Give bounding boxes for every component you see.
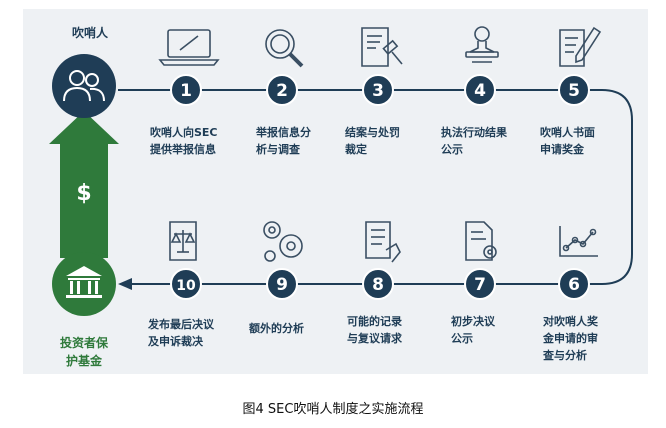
stamp-icon xyxy=(465,26,499,63)
investor-fund-node xyxy=(52,252,116,316)
step-number-3: 3 xyxy=(372,81,384,101)
diagram-panel xyxy=(23,9,648,374)
gears-icon xyxy=(263,221,303,262)
step-label-5: 吹哨人书面 申请奖金 xyxy=(540,126,595,156)
step-number-1: 1 xyxy=(180,81,192,101)
step-circle-8 xyxy=(362,268,394,300)
gavel-document-icon xyxy=(361,27,403,67)
step-circle-7 xyxy=(464,268,496,300)
figure-caption: 图4 SEC吹哨人制度之实施流程 xyxy=(242,402,424,417)
step-circle-9 xyxy=(266,268,298,300)
step-number-8: 8 xyxy=(372,275,384,295)
investor-fund-title: 投资者保 护基金 xyxy=(59,336,108,368)
document-gear-icon xyxy=(465,221,497,261)
whistleblower-node xyxy=(52,54,116,118)
step-number-2: 2 xyxy=(276,81,288,101)
scales-document-icon xyxy=(169,221,197,261)
green-up-arrow xyxy=(49,111,119,258)
step-number-4: 4 xyxy=(474,81,486,101)
step-circle-5 xyxy=(558,74,590,106)
whistleblower-title: 吹哨人 xyxy=(71,26,108,40)
step-number-9: 9 xyxy=(276,275,288,295)
line-chart-icon xyxy=(559,226,598,257)
laptop-icon xyxy=(158,29,220,66)
bank-building-icon xyxy=(66,266,102,298)
people-icon xyxy=(63,70,105,102)
step-number-7: 7 xyxy=(474,275,486,295)
step-label-9: 额外的分析 xyxy=(249,322,304,335)
step-label-4: 执法行动结果 公示 xyxy=(441,126,507,156)
step-circle-10 xyxy=(170,268,202,300)
step-label-7: 初步决议 公示 xyxy=(451,315,495,345)
step-circle-2 xyxy=(266,74,298,106)
step-label-2: 举报信息分 析与调查 xyxy=(256,126,311,156)
dollar-symbol: $ xyxy=(76,181,91,206)
step-circle-4 xyxy=(464,74,496,106)
step-circle-6 xyxy=(558,268,590,300)
pen-document-icon xyxy=(559,26,602,67)
step-circle-3 xyxy=(362,74,394,106)
magnifier-icon xyxy=(265,29,304,68)
step-label-8: 可能的记录 与复议请求 xyxy=(347,315,402,345)
step-circle-1 xyxy=(170,74,202,106)
step-number-5: 5 xyxy=(568,81,580,101)
step-label-10: 发布最后决议 及申诉裁决 xyxy=(148,318,214,348)
step-number-10: 10 xyxy=(176,278,196,294)
step-label-3: 结案与处罚 裁定 xyxy=(345,126,400,156)
document-hand-icon xyxy=(365,221,401,263)
step-number-6: 6 xyxy=(568,275,580,295)
step-label-1: 吹哨人向SEC 提供举报信息 xyxy=(150,126,218,156)
step-label-6: 对吹哨人奖 金申请的审 查与分析 xyxy=(543,315,598,362)
